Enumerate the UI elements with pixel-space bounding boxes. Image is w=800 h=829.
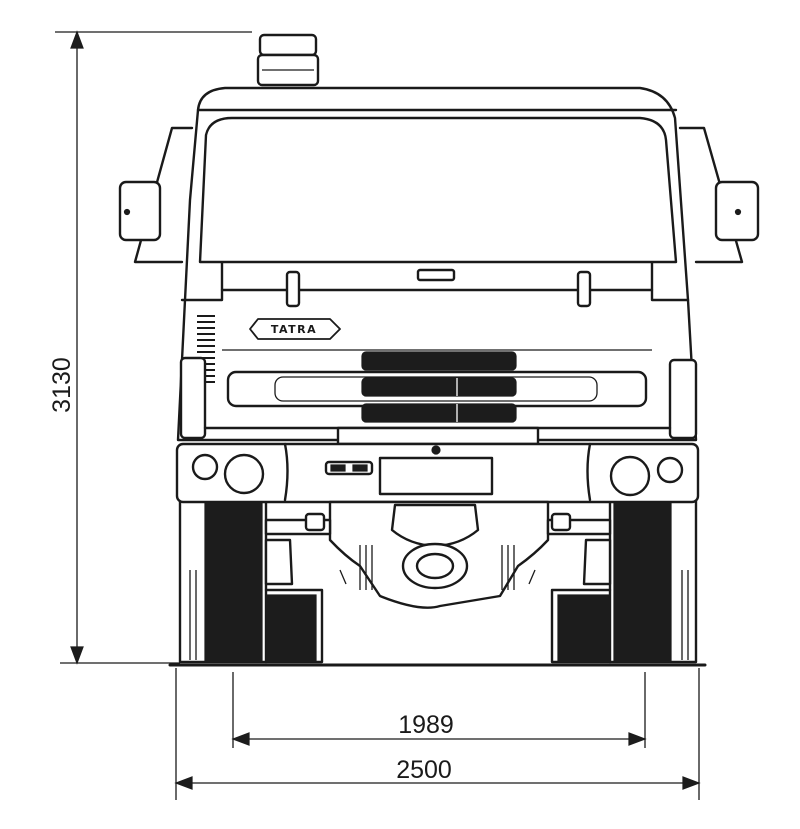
overall-width-dimension: 2500 [174, 668, 701, 800]
right-step [668, 358, 698, 440]
right-wiper-pivot [576, 270, 592, 308]
license-plate-area [378, 456, 494, 496]
front-axle [264, 500, 612, 609]
tow-hole [431, 445, 441, 455]
bumper [175, 442, 700, 504]
overall-arrow-right [682, 776, 701, 790]
windshield [198, 116, 678, 264]
height-dimension-label: 3130 [48, 357, 76, 413]
brand-badge: TATRA [249, 318, 341, 340]
track-arrow-right [628, 732, 647, 746]
track-arrow-left [231, 732, 250, 746]
left-wiper-pivot [285, 270, 301, 308]
grille [226, 351, 648, 423]
overall-arrow-left [174, 776, 193, 790]
track-width-dimension: 1989 [231, 672, 647, 748]
roof-beacon [256, 33, 320, 87]
right-mirror [678, 126, 760, 264]
right-fog-lamp [656, 456, 684, 484]
brand-badge-text: TATRA [271, 323, 317, 336]
left-step [179, 356, 207, 440]
track-width-label: 1989 [398, 711, 454, 739]
left-fog-lamp [191, 453, 219, 481]
windshield-washer [416, 268, 456, 282]
height-dimension: 3130 [48, 30, 252, 665]
height-arrow-bottom [70, 646, 84, 665]
left-headlamp [223, 453, 265, 495]
overall-width-label: 2500 [396, 756, 452, 784]
front-panel [220, 268, 654, 351]
height-arrow-top [70, 30, 84, 49]
left-mirror [118, 126, 194, 264]
right-headlamp [609, 455, 651, 497]
